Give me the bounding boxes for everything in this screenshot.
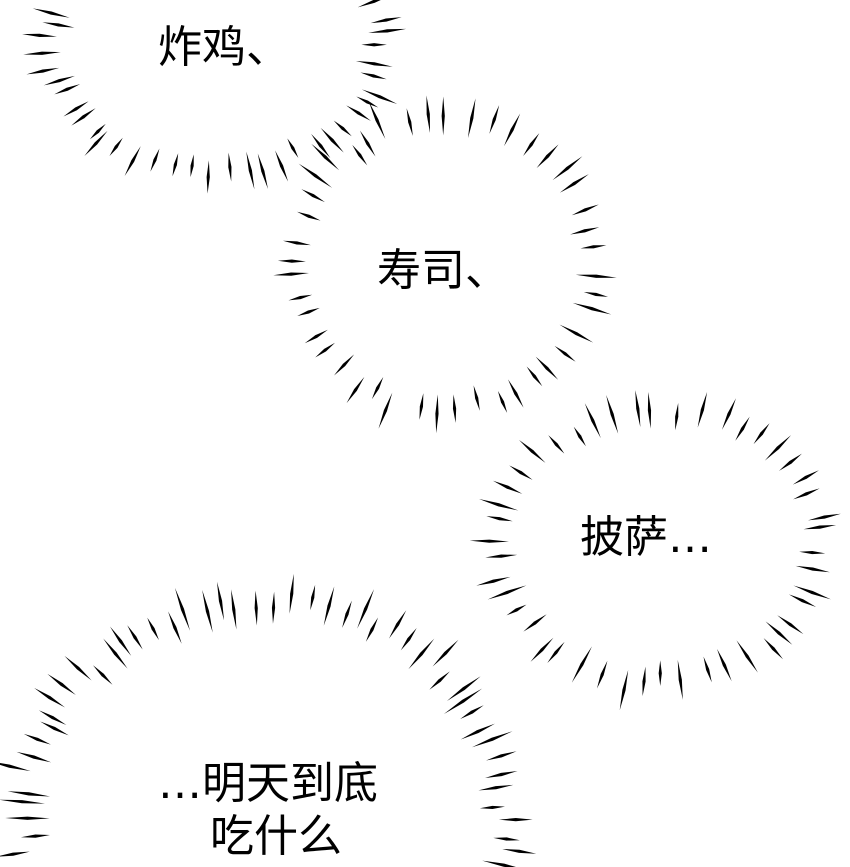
burst-pizza-spikes [469,390,841,711]
burst-text-fried-chicken: 炸鸡、 [158,22,290,73]
burst-fried-chicken-spikes [22,0,407,194]
burst-what-to-eat-spikes [0,573,537,867]
burst-sushi-spikes [273,95,617,434]
burst-text-pizza: 披萨… [580,512,712,563]
burst-text-what-to-eat: …明天到底 吃什么 [158,758,378,862]
burst-text-sushi: 寿司、 [377,245,509,296]
